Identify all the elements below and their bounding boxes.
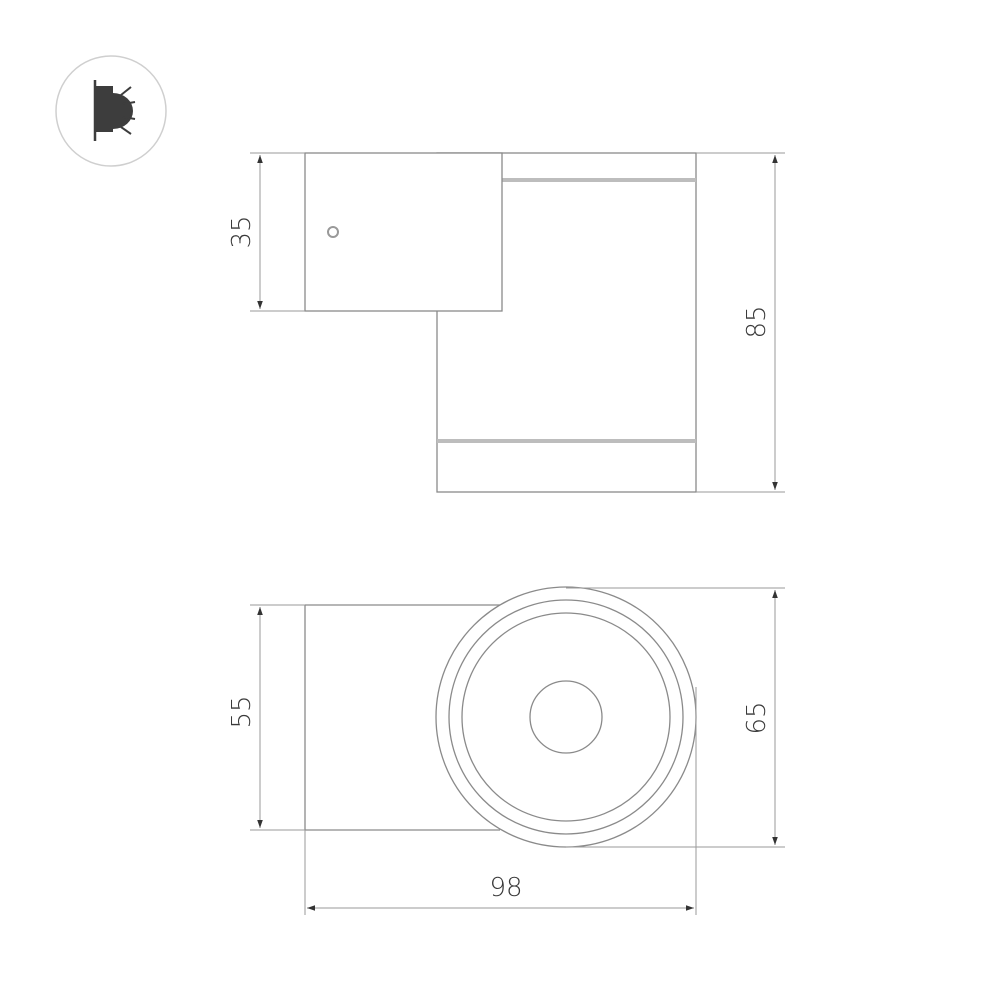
mount-box — [304, 152, 503, 312]
cylinder-body — [436, 152, 697, 493]
inner-ring — [461, 612, 671, 822]
dim-label-35: 35 — [227, 215, 257, 248]
dim-label-98: 98 — [489, 873, 522, 903]
side-view: 35 85 — [227, 152, 785, 493]
middle-ring — [448, 599, 684, 835]
lens — [529, 680, 603, 754]
dim-label-65: 65 — [742, 701, 772, 734]
dim-label-55: 55 — [227, 695, 257, 728]
screw — [327, 226, 339, 238]
outer-ring — [435, 586, 697, 848]
wall-mount-light-icon — [55, 55, 167, 167]
dim-label-85: 85 — [742, 305, 772, 338]
top-view: 55 65 98 — [227, 586, 785, 915]
